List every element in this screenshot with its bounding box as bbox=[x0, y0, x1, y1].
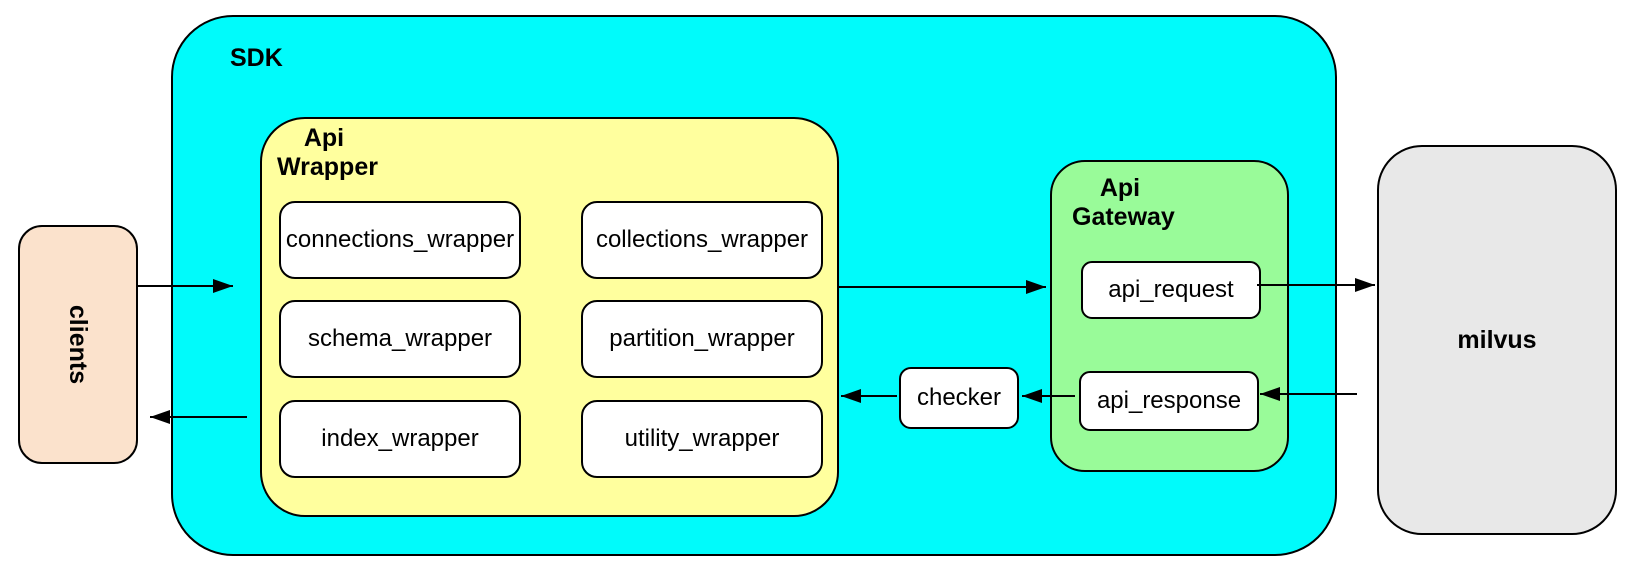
partition-wrapper-label: partition_wrapper bbox=[609, 325, 795, 352]
node-checker[interactable]: checker bbox=[899, 367, 1019, 429]
node-connections-wrapper[interactable]: connections_wrapper bbox=[279, 201, 521, 279]
node-clients[interactable]: clients bbox=[18, 225, 138, 464]
node-milvus[interactable]: milvus bbox=[1377, 145, 1617, 535]
container-api-gateway[interactable]: Api Gateway api_request api_response bbox=[1050, 160, 1289, 472]
node-index-wrapper[interactable]: index_wrapper bbox=[279, 400, 521, 478]
container-sdk[interactable]: SDK Api Wrapper connections_wrapper coll… bbox=[171, 15, 1337, 556]
api-response-label: api_response bbox=[1096, 387, 1242, 414]
api-gateway-label: Api Gateway bbox=[1072, 174, 1175, 231]
node-partition-wrapper[interactable]: partition_wrapper bbox=[581, 300, 823, 378]
clients-label: clients bbox=[64, 304, 93, 385]
node-api-response[interactable]: api_response bbox=[1079, 371, 1259, 431]
container-api-wrapper[interactable]: Api Wrapper connections_wrapper collecti… bbox=[260, 117, 839, 517]
connections-wrapper-label: connections_wrapper bbox=[285, 226, 515, 253]
api-request-label: api_request bbox=[1108, 276, 1234, 303]
milvus-label: milvus bbox=[1457, 325, 1537, 354]
index-wrapper-label: index_wrapper bbox=[321, 425, 479, 452]
sdk-label: SDK bbox=[230, 44, 283, 72]
collections-wrapper-label: collections_wrapper bbox=[595, 226, 809, 253]
node-api-request[interactable]: api_request bbox=[1081, 261, 1261, 319]
node-schema-wrapper[interactable]: schema_wrapper bbox=[279, 300, 521, 378]
node-collections-wrapper[interactable]: collections_wrapper bbox=[581, 201, 823, 279]
utility-wrapper-label: utility_wrapper bbox=[624, 425, 780, 452]
schema-wrapper-label: schema_wrapper bbox=[307, 325, 493, 352]
api-wrapper-label: Api Wrapper bbox=[277, 124, 378, 181]
node-utility-wrapper[interactable]: utility_wrapper bbox=[581, 400, 823, 478]
checker-label: checker bbox=[916, 384, 1002, 411]
